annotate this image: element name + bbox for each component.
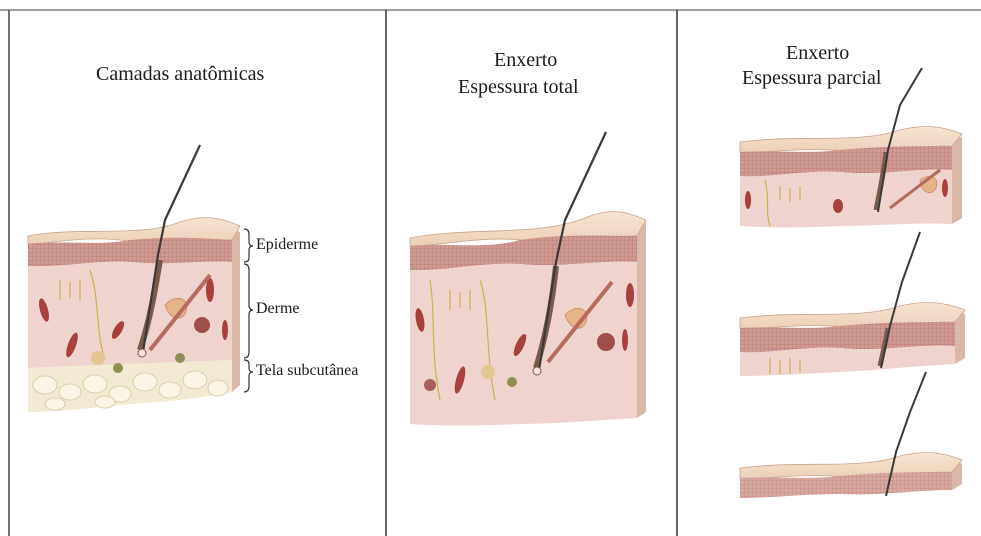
panel-2-title-line1: Enxerto — [494, 49, 557, 72]
panel-2-title-line2: Espessura total — [458, 76, 579, 99]
label-epiderme: Epiderme — [256, 236, 318, 254]
skin-block-full-thickness — [410, 132, 646, 426]
panel-1-title: Camadas anatômicas — [96, 63, 264, 86]
panel-3-title-line1: Enxerto — [786, 42, 849, 65]
skin-block-partial-thin — [740, 372, 962, 498]
layer-brackets — [244, 229, 253, 392]
skin-block-partial-medium — [740, 232, 965, 376]
skin-block-anatomy — [28, 145, 240, 412]
panel-3-title-line2: Espessura parcial — [742, 67, 881, 90]
label-derme: Derme — [256, 300, 300, 318]
skin-block-partial-thick — [740, 68, 962, 228]
label-tela-subcutanea: Tela subcutânea — [256, 362, 358, 380]
